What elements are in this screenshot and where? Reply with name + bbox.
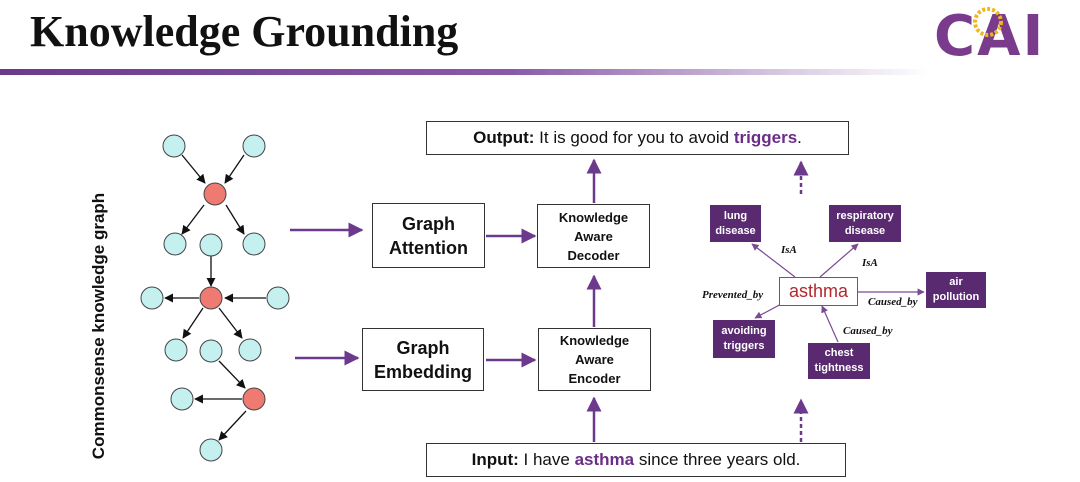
decoder-line2: Aware (574, 228, 613, 244)
rel-caused-by-right: Caused_by (868, 296, 918, 308)
graph-attention-box: Graph Attention (372, 203, 485, 268)
encoder-line1: Knowledge (559, 333, 630, 348)
logo-mark (973, 7, 1003, 37)
rel-isa-left: IsA (781, 244, 797, 256)
logo: CAI (934, 4, 1046, 69)
rel-prevented-by: Prevented_by (702, 289, 764, 301)
graph-attention-line1: Graph (401, 213, 455, 234)
kg-node-air-pollution: air pollution (926, 272, 986, 308)
kg-node-avoiding-triggers: avoiding triggers (713, 320, 775, 358)
graph-cluster-bottom (170, 339, 266, 462)
title-underline (0, 69, 930, 75)
graph-embedding-line2: Embedding (374, 361, 472, 382)
graph-embedding-box: Graph Embedding (362, 328, 484, 391)
graph-embedding-line1: Graph (396, 337, 450, 358)
input-label: Input: (471, 450, 519, 469)
kg-node-chest-line1: chest (824, 347, 854, 359)
encoder-line2: Aware (575, 352, 614, 367)
knowledge-aware-encoder-box: Knowledge Aware Encoder (538, 328, 651, 391)
graph-axis-label: Commonsense knowledge graph (89, 192, 108, 460)
kg-node-respiratory-disease: respiratory disease (829, 205, 901, 242)
decoder-line3: Decoder (567, 247, 620, 263)
input-box: Input: I have asthma since three years o… (426, 443, 846, 477)
rel-caused-by-bottom: Caused_by (843, 325, 893, 337)
output-text-before: It is good for you to avoid (534, 128, 734, 147)
input-text-after: since three years old. (634, 450, 801, 469)
kg-node-avoid-line2: triggers (723, 340, 765, 352)
input-highlight: asthma (574, 450, 635, 469)
kg-node-resp-line1: respiratory (836, 209, 894, 222)
output-text-after: . (797, 128, 802, 147)
output-highlight: triggers (733, 128, 798, 147)
kg-edges (751, 243, 925, 343)
graph-cluster-top (162, 134, 266, 256)
flow-arrows (290, 158, 809, 442)
kg-node-resp-line2: disease (844, 224, 886, 237)
kg-node-chest-tightness: chest tightness (808, 343, 870, 379)
kg-node-chest-line2: tightness (814, 362, 864, 374)
encoder-line3: Encoder (568, 371, 621, 386)
knowledge-aware-decoder-box: Knowledge Aware Decoder (537, 204, 650, 268)
graph-attention-line2: Attention (389, 237, 468, 258)
slide-title: Knowledge Grounding (30, 7, 459, 56)
output-label: Output: (473, 128, 535, 147)
kg-node-lung-line1: lung (723, 209, 748, 222)
graph-cluster-middle (140, 233, 290, 362)
rel-isa-right: IsA (862, 257, 878, 269)
kg-node-air-line2: pollution (932, 291, 980, 303)
kg-center-asthma: asthma (779, 277, 858, 306)
input-text-before: I have (518, 450, 575, 469)
kg-node-air-line1: air (949, 276, 963, 288)
kg-node-lung-line2: disease (715, 224, 756, 237)
kg-node-avoid-line1: avoiding (721, 325, 767, 337)
output-box: Output: It is good for you to avoid trig… (426, 121, 849, 155)
decoder-line1: Knowledge (558, 209, 629, 225)
kg-node-lung-disease: lung disease (710, 205, 761, 242)
